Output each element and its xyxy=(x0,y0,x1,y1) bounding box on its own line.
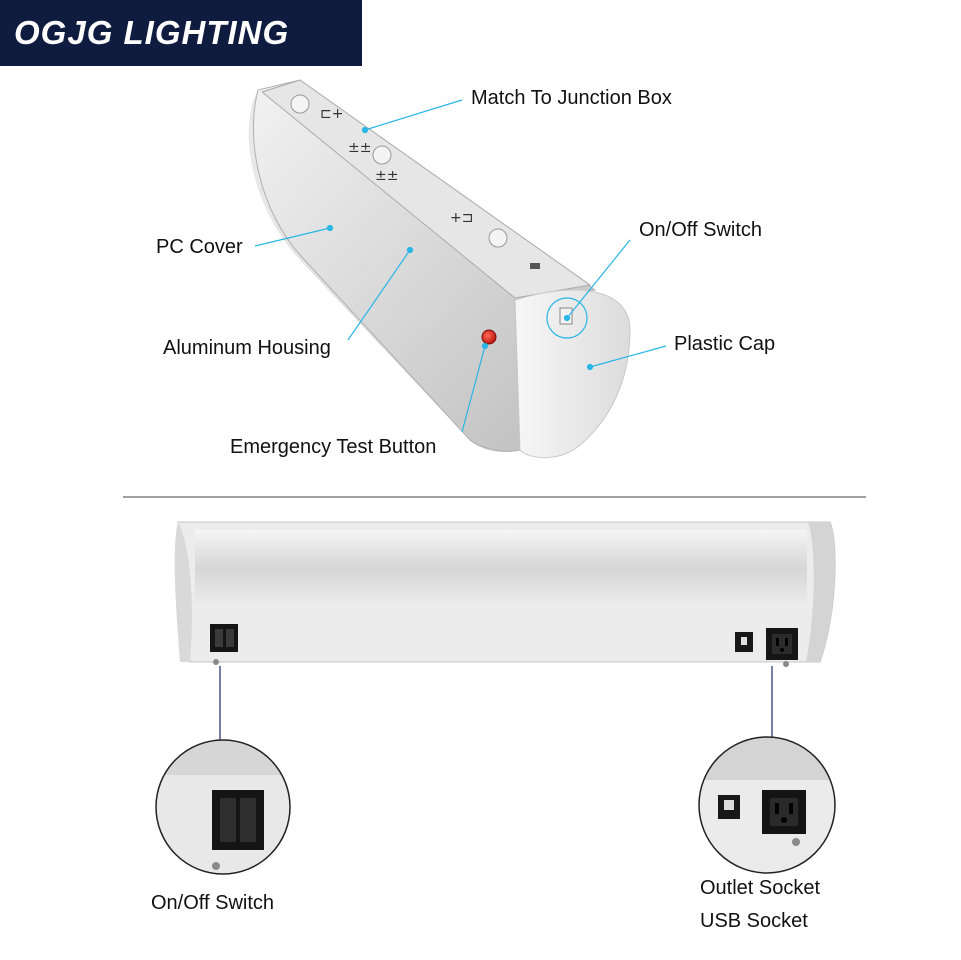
front-diffuser xyxy=(195,530,807,608)
label-pc-cover: PC Cover xyxy=(156,236,243,258)
knockout-hole xyxy=(290,94,310,114)
brand-banner: OGJG LIGHTING xyxy=(0,0,362,66)
top-callout-lines xyxy=(254,99,667,433)
plate-symbol: ±± xyxy=(348,140,371,156)
mounting-plate xyxy=(260,79,592,299)
switch-zoom-inset xyxy=(155,739,291,875)
right-end-cap xyxy=(806,522,836,662)
aluminum-housing-shape xyxy=(252,79,597,452)
luminaire-front-view xyxy=(174,521,836,667)
bottom-callout-lines xyxy=(219,666,773,740)
label-aluminum-housing: Aluminum Housing xyxy=(163,337,331,359)
plate-symbol: +⊐ xyxy=(450,210,473,226)
luminaire-top-view: ⊏+ ±± ±± +⊐ xyxy=(248,79,631,459)
plastic-cap-shape xyxy=(514,289,631,459)
label-on-off-switch-top: On/Off Switch xyxy=(639,219,763,241)
plate-slot xyxy=(530,263,540,269)
brand-logo-text: OGJG LIGHTING xyxy=(14,14,290,51)
emergency-test-button xyxy=(481,329,497,345)
label-emergency-test-button: Emergency Test Button xyxy=(230,436,437,458)
label-match-to-junction-box: Match To Junction Box xyxy=(471,87,672,109)
plate-symbol: ±± xyxy=(375,168,398,184)
label-plastic-cap: Plastic Cap xyxy=(674,333,776,355)
knockout-hole xyxy=(372,145,392,165)
plate-symbol: ⊏+ xyxy=(320,106,343,122)
switch-highlight-ring xyxy=(546,297,588,339)
label-on-off-switch-bottom: On/Off Switch xyxy=(151,892,275,914)
label-usb-socket: USB Socket xyxy=(700,910,808,932)
socket-zoom-inset xyxy=(698,736,836,874)
label-outlet-socket: Outlet Socket xyxy=(700,877,821,899)
left-end-cap xyxy=(174,522,192,662)
knockout-hole xyxy=(488,228,508,248)
